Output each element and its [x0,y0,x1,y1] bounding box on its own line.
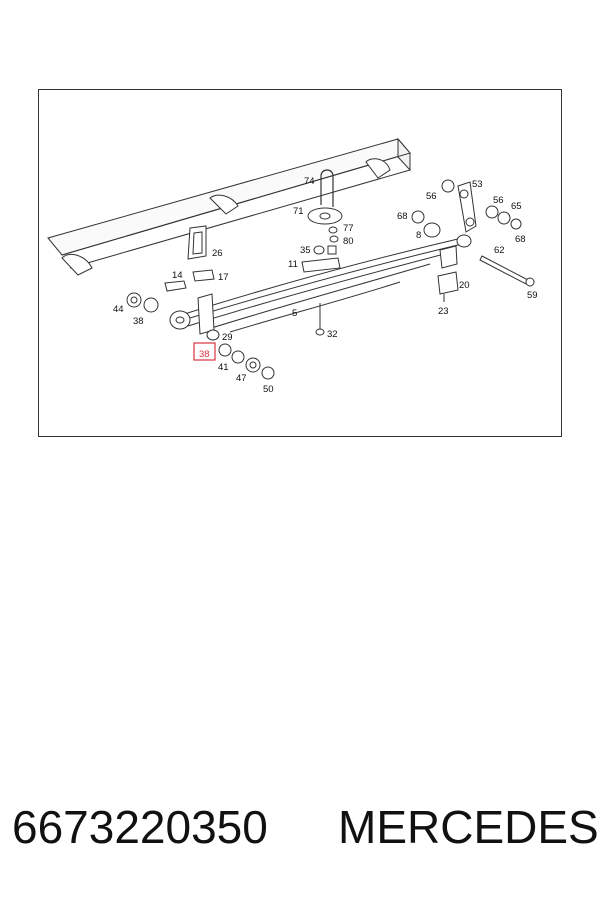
shackle [457,181,477,233]
callout-23: 23 [438,306,449,317]
callout-56: 56 [426,191,437,202]
callout-74: 74 [304,176,315,187]
callout-47: 47 [236,373,247,384]
callout-17: 17 [218,272,229,283]
leaf-spring [169,234,472,333]
callout-53: 53 [472,179,483,190]
callout-14: 14 [172,270,183,281]
callout-80: 80 [343,236,354,247]
clamp-plate [307,207,343,225]
callout-8: 8 [416,230,421,241]
center-bolt [315,303,325,336]
front-bushings [126,292,159,313]
callout-65: 65 [511,201,522,212]
brand-name: MERCEDES [338,801,599,853]
callout-32: 32 [327,329,338,340]
callout-29: 29 [222,332,233,343]
callout-56-right: 56 [493,195,504,206]
callout-26: 26 [212,248,223,259]
callout-20: 20 [459,280,470,291]
callout-68: 68 [397,211,408,222]
bracket [437,271,459,302]
callout-41: 41 [218,362,229,373]
callout-38-highlighted: 38 [199,349,210,360]
callout-68-right: 68 [515,234,526,245]
callout-11: 11 [288,259,298,270]
nuts [313,226,339,255]
diagram-frame [38,89,562,437]
callout-38-top: 38 [133,316,144,327]
pad-and-clip [164,269,215,292]
callout-59: 59 [527,290,538,301]
spacer-block [301,257,341,273]
callout-77: 77 [343,223,354,234]
callout-50: 50 [263,384,274,395]
spring-clamp [197,245,458,335]
pin-bolt [479,255,535,287]
bump-stop [187,225,207,260]
callout-5: 5 [292,308,297,319]
u-bolt [320,169,334,207]
callout-35: 35 [300,245,311,256]
part-caption: 6673220350 MERCEDES [12,800,599,860]
callout-labels: 74 56 53 71 68 56 65 68 26 77 35 80 8 62… [113,176,538,395]
frame-rail [47,137,411,276]
shackle-bushings [411,179,522,238]
bolt-stack [206,329,275,380]
part-number: 6673220350 [12,801,268,853]
highlight-box [193,342,216,361]
callout-71: 71 [293,206,304,217]
callout-44: 44 [113,304,124,315]
callout-62: 62 [494,245,505,256]
